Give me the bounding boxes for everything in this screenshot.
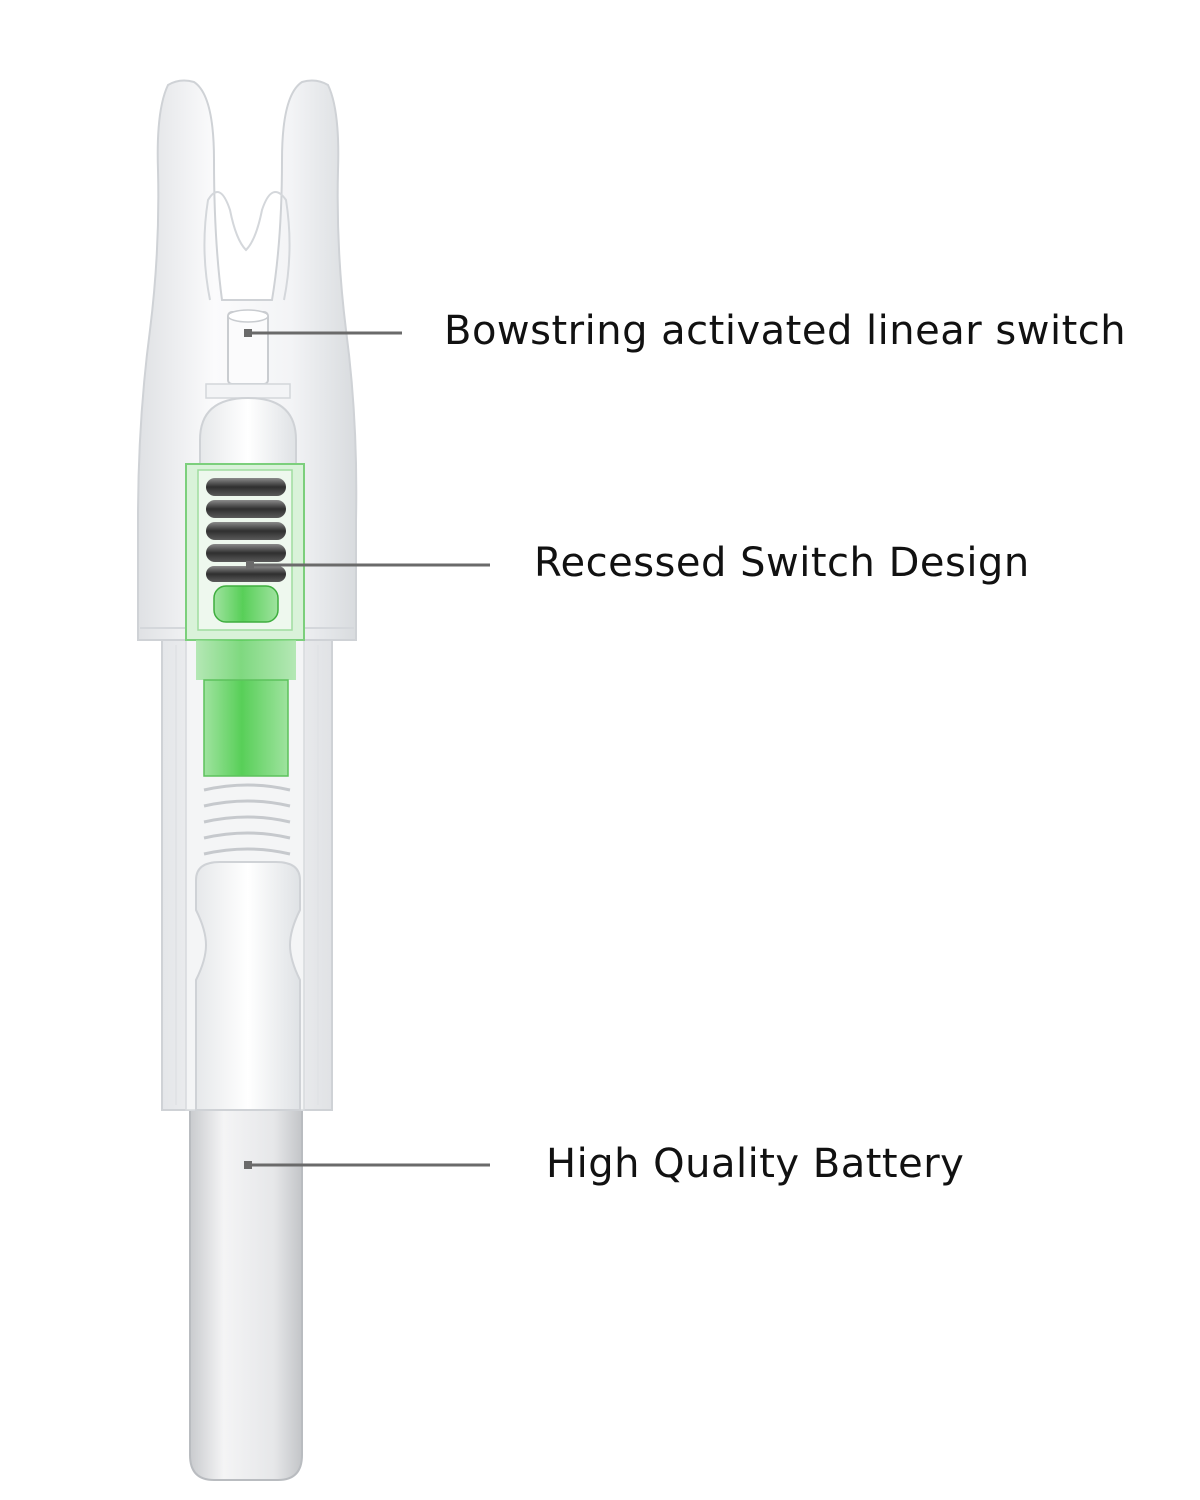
battery-cell (189, 1109, 303, 1481)
callout-recessed-switch: Recessed Switch Design (534, 540, 1030, 586)
callout-linear-switch: Bowstring activated linear switch (444, 308, 1127, 354)
leader-dot-battery (244, 1161, 252, 1169)
led-emitter (196, 585, 296, 777)
linear-switch-pin (205, 309, 291, 399)
leader-lines (246, 331, 490, 1167)
switch-coil-stack (206, 478, 286, 582)
switch-dome-cap (199, 396, 297, 471)
leader-dot-switch (244, 329, 252, 337)
leader-dot-recess (246, 561, 254, 569)
battery-contact (195, 861, 301, 1111)
callout-battery: High Quality Battery (546, 1141, 965, 1187)
